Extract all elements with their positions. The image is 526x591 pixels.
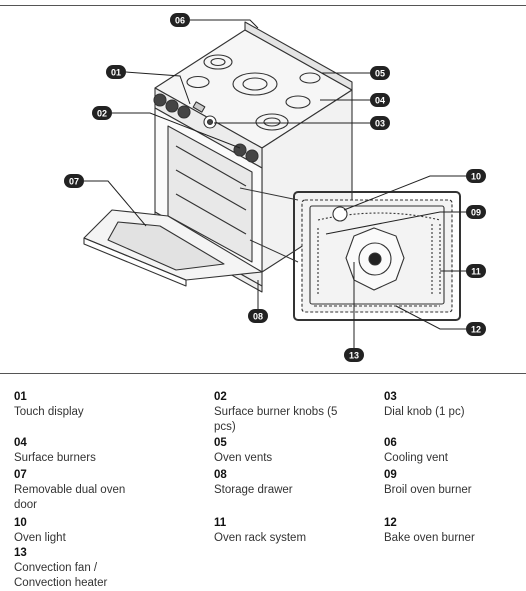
oven-cavity <box>167 125 253 263</box>
svg-text:01: 01 <box>111 68 121 78</box>
legend-item-surface-burners: 04Surface burners <box>14 436 164 466</box>
callout-09: 09 <box>466 205 486 219</box>
legend-number: 08 <box>214 469 227 481</box>
legend-label: Removable dual oven door <box>14 484 126 511</box>
svg-text:13: 13 <box>349 351 359 361</box>
legend-number: 13 <box>14 547 27 559</box>
legend-item-surface-burner-knobs: 02Surface burner knobs (5 pcs) <box>214 390 364 435</box>
legend-number: 06 <box>384 437 397 449</box>
parts-legend: 01Touch display 02Surface burner knobs (… <box>0 378 526 589</box>
legend-label: Bake oven burner <box>384 532 475 544</box>
legend-number: 10 <box>14 517 27 529</box>
legend-label: Touch display <box>14 406 84 418</box>
legend-item-oven-light: 10Oven light <box>14 516 164 546</box>
svg-text:05: 05 <box>375 69 385 79</box>
oven-interior-inset <box>293 191 461 321</box>
callout-12: 12 <box>466 322 486 336</box>
legend-number: 05 <box>214 437 227 449</box>
callout-08: 08 <box>248 309 268 323</box>
svg-text:08: 08 <box>253 312 263 322</box>
legend-label: Surface burner knobs (5 pcs) <box>214 406 338 433</box>
legend-item-oven-vents: 05Oven vents <box>214 436 364 466</box>
legend-item-oven-rack-system: 11Oven rack system <box>214 516 364 546</box>
svg-text:10: 10 <box>471 172 481 182</box>
legend-item-broil-oven-burner: 09Broil oven burner <box>384 468 526 498</box>
legend-label: Convection fan / Convection heater <box>14 562 108 589</box>
callout-01: 01 <box>106 65 126 79</box>
legend-number: 04 <box>14 437 27 449</box>
legend-number: 03 <box>384 391 397 403</box>
legend-number: 02 <box>214 391 227 403</box>
legend-label: Oven light <box>14 532 66 544</box>
legend-item-bake-oven-burner: 12Bake oven burner <box>384 516 526 546</box>
legend-item-storage-drawer: 08Storage drawer <box>214 468 364 498</box>
svg-text:11: 11 <box>471 267 481 277</box>
legend-label: Cooling vent <box>384 452 448 464</box>
legend-item-dial-knob: 03Dial knob (1 pc) <box>384 390 526 420</box>
legend-number: 01 <box>14 391 27 403</box>
legend-label: Oven vents <box>214 452 273 464</box>
svg-text:09: 09 <box>471 208 481 218</box>
svg-text:07: 07 <box>69 177 79 187</box>
legend-item-touch-display: 01Touch display <box>14 390 164 420</box>
callout-06: 06 <box>170 13 190 27</box>
legend-label: Surface burners <box>14 452 96 464</box>
legend-label: Oven rack system <box>214 532 307 544</box>
legend-label: Storage drawer <box>214 484 293 496</box>
callout-13: 13 <box>344 348 364 362</box>
svg-text:04: 04 <box>375 96 385 106</box>
legend-item-cooling-vent: 06Cooling vent <box>384 436 526 466</box>
callout-05: 05 <box>370 66 390 80</box>
legend-item-removable-dual-oven-door: 07Removable dual oven door <box>14 468 164 513</box>
svg-text:12: 12 <box>471 325 481 335</box>
callout-04: 04 <box>370 93 390 107</box>
legend-number: 12 <box>384 517 397 529</box>
legend-label: Broil oven burner <box>384 484 472 496</box>
callout-02: 02 <box>92 106 112 120</box>
range-diagram: 06 01 05 04 02 03 07 10 09 11 08 12 <box>64 13 486 362</box>
legend-number: 07 <box>14 469 27 481</box>
legend-item-convection-fan: 13Convection fan / Convection heater <box>14 546 164 591</box>
legend-divider <box>0 373 526 374</box>
callout-07: 07 <box>64 174 84 188</box>
callout-03: 03 <box>370 116 390 130</box>
legend-number: 11 <box>214 517 227 529</box>
legend-label: Dial knob (1 pc) <box>384 406 465 418</box>
svg-text:03: 03 <box>375 119 385 129</box>
oven-door-window <box>107 221 225 271</box>
top-rule <box>0 5 526 6</box>
svg-text:06: 06 <box>175 16 185 26</box>
svg-text:02: 02 <box>97 109 107 119</box>
callout-11: 11 <box>466 264 486 278</box>
callout-10: 10 <box>466 169 486 183</box>
legend-number: 09 <box>384 469 397 481</box>
